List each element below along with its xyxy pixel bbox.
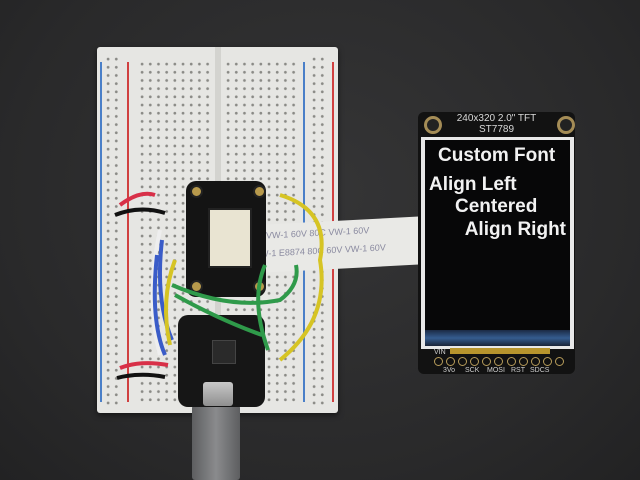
display-flex-cable (450, 348, 550, 354)
header-pins (434, 357, 564, 367)
usb-c-port (203, 382, 233, 406)
wire-yellow-2 (278, 193, 324, 362)
pin (554, 357, 564, 366)
pin (506, 357, 516, 366)
left-red-rail-line (127, 62, 129, 402)
board-silkscreen-title: 240x320 2.0" TFT ST7789 (418, 113, 575, 135)
wire-green-1 (171, 264, 299, 305)
pin-label-sdcs: SDCS (530, 367, 550, 374)
pin-label-3vo: 3Vo (443, 367, 456, 374)
pin (494, 357, 504, 366)
wire-green-3 (256, 264, 270, 351)
wire-red-bottom (119, 361, 169, 370)
pin (434, 357, 443, 366)
wire-black-bottom (116, 372, 166, 380)
pin (446, 357, 456, 366)
mount-hole (190, 280, 203, 293)
pin-label-sck: SCK (465, 367, 480, 374)
left-power-rail-holes (104, 55, 118, 405)
screen-text-align-right: Align Right (464, 219, 566, 240)
fpc-connector (208, 208, 252, 268)
screen-text-centered: Centered (455, 196, 538, 217)
pin (518, 357, 528, 366)
wire-white (150, 229, 162, 356)
wire-blue-2 (152, 254, 167, 356)
pin (458, 357, 468, 366)
pin (482, 357, 492, 366)
mount-hole (424, 116, 442, 134)
pin (542, 357, 552, 366)
tft-screen: Custom Font Align Left Centered Align Ri… (425, 140, 570, 330)
mount-hole (557, 116, 575, 134)
screen-text-align-left: Align Left (429, 174, 517, 195)
wire-black-top (114, 207, 166, 217)
pin (530, 357, 540, 366)
screen-text-custom-font: Custom Font (438, 145, 556, 166)
usb-cable (192, 405, 240, 480)
wire-yellow-1 (164, 259, 177, 346)
wire-red-top (118, 191, 156, 207)
pin (470, 357, 480, 366)
microcontroller-chip (212, 340, 236, 364)
pin-label-mosi: MOSI (487, 367, 505, 374)
left-blue-rail-line (100, 62, 102, 402)
screen-glass-edge (425, 330, 570, 346)
mount-hole (253, 185, 266, 198)
wire-green-2 (174, 293, 263, 337)
board-title-line1: 240x320 2.0" TFT (456, 113, 537, 124)
pin-label-vin: VIN (434, 349, 446, 356)
board-title-line2: ST7789 (478, 124, 515, 135)
mount-hole (190, 185, 203, 198)
pin-label-rst: RST (511, 367, 525, 374)
